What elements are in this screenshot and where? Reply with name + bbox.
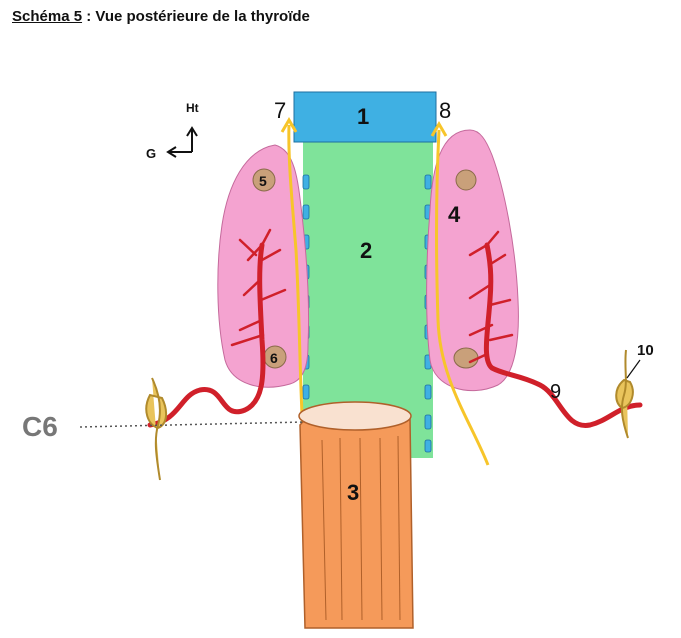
nerve-arrow-7: [287, 124, 306, 451]
parathyroid-right-upper: [455, 169, 477, 191]
parathyroid-right-lower: [453, 347, 479, 369]
nerve-arrow-8-head: [430, 121, 448, 137]
figure-title: Schéma 5 : Vue postérieure de la thyroïd…: [12, 8, 310, 25]
figure-title-prefix: Schéma 5: [12, 8, 83, 25]
c6-level-line: [79, 421, 306, 428]
artery-right: [468, 230, 643, 428]
figure-title-text: : Vue postérieure de la thyroïde: [82, 8, 310, 25]
label-9: 9: [550, 381, 561, 403]
label-10: 10: [637, 342, 654, 359]
orientation-arrow-left: [166, 146, 192, 158]
ganglion-right: [615, 349, 634, 439]
artery-left: [147, 228, 287, 428]
esophagus-cut-surface: [298, 401, 412, 431]
esophagus-lines: [321, 435, 401, 621]
esophagus: [299, 404, 414, 629]
cricoid-cartilage: [293, 91, 437, 143]
label-6: 6: [270, 350, 278, 366]
label-3: 3: [347, 480, 359, 505]
orientation-up-label: Ht: [186, 101, 199, 115]
label-2: 2: [360, 238, 372, 263]
thyroid-lobe-right: [426, 129, 519, 392]
orientation-indicator: Ht G: [146, 101, 199, 161]
nerve-arrow-7-head: [280, 117, 298, 133]
label-8: 8: [439, 98, 451, 123]
label-7: 7: [274, 98, 286, 123]
level-label-c6: C6: [22, 411, 58, 442]
label-5: 5: [259, 173, 267, 189]
parathyroid-5: [252, 168, 276, 192]
nerve-arrow-8: [435, 129, 490, 466]
thyroid-lobe-left: [217, 144, 310, 388]
label-10-leader: [626, 359, 641, 379]
orientation-arrow-up: [186, 126, 198, 152]
label-4: 4: [448, 202, 461, 227]
ganglion-left: [145, 377, 168, 481]
label-1: 1: [357, 104, 369, 129]
orientation-left-label: G: [146, 146, 156, 161]
